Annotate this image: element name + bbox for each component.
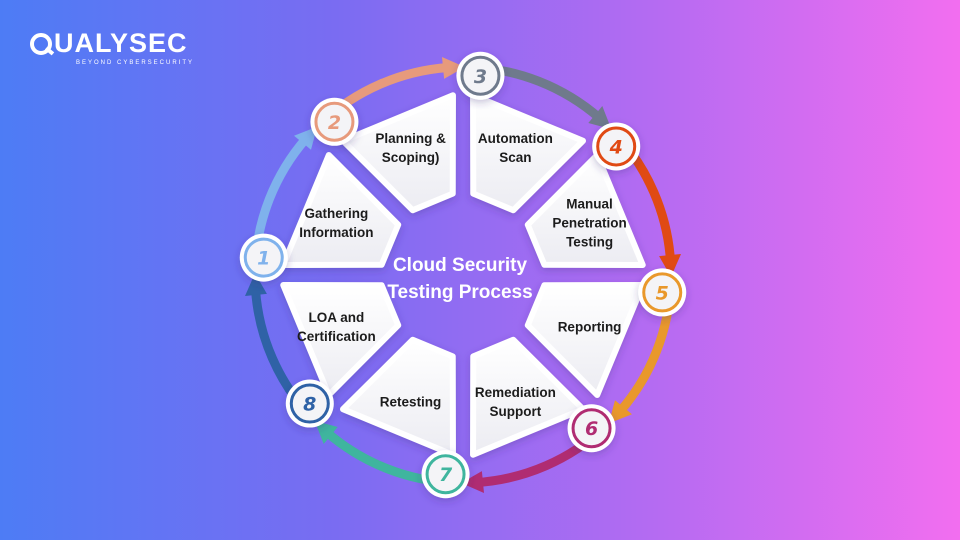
- badge-ring-8: [289, 383, 330, 424]
- step-number-6: 6: [585, 418, 598, 440]
- step-badge-8: 8: [285, 379, 334, 428]
- step-label-8-line-1: LOA and: [308, 310, 365, 326]
- step-badge-7: 7: [421, 450, 470, 499]
- step-label-6-line-1: Remediation: [474, 384, 556, 400]
- badge-ring-1: [243, 237, 284, 278]
- step-number-1: 1: [257, 248, 270, 270]
- step-label-2-line-2: Scoping): [381, 150, 440, 166]
- badge-ring-4: [596, 126, 637, 167]
- step-label-3-line-1: Automation: [477, 131, 553, 147]
- step-number-3: 3: [474, 66, 487, 88]
- logo-tagline: BEYOND CYBERSECURITY: [76, 60, 195, 66]
- step-badge-4: 4: [592, 122, 641, 171]
- step-label-7-line-1: Retesting: [379, 394, 442, 410]
- step-number-5: 5: [656, 282, 669, 304]
- ring-arrowhead-2: [442, 57, 465, 79]
- logo-q-icon: [30, 32, 52, 55]
- step-label-4-line-1: Manual: [566, 196, 613, 212]
- step-label-5-line-1: Reporting: [557, 319, 622, 335]
- step-number-4: 4: [609, 136, 623, 158]
- diagram-title-line-2: Testing Process: [387, 282, 533, 303]
- step-card-3: [470, 92, 586, 214]
- step-label-1-line-2: Information: [299, 224, 374, 240]
- step-label-6-line-2: Support: [489, 403, 542, 419]
- step-card-2: [340, 92, 456, 214]
- step-label-8-line-2: Certification: [297, 329, 376, 345]
- badge-ring-7: [425, 454, 466, 495]
- step-label-1-line-1: Gathering: [304, 205, 369, 221]
- step-card-4: [524, 152, 646, 268]
- badge-ring-2: [314, 101, 355, 142]
- step-number-2: 2: [328, 112, 341, 134]
- qualysec-logo: UALYSEC BEYOND CYBERSECURITY: [30, 28, 194, 66]
- step-number-8: 8: [303, 394, 316, 416]
- badge-ring-3: [460, 55, 501, 96]
- step-badge-5: 5: [638, 268, 687, 317]
- step-badge-1: 1: [239, 233, 288, 282]
- step-card-1: [280, 152, 402, 268]
- diagram-title: Cloud Security Testing Process: [360, 252, 560, 306]
- step-number-7: 7: [439, 464, 453, 486]
- step-badge-3: 3: [456, 51, 505, 100]
- ring-arrowhead-4: [659, 254, 681, 277]
- step-card-7: [340, 336, 456, 458]
- step-label-4-line-3: Testing: [566, 234, 614, 250]
- diagram-title-line-1: Cloud Security: [392, 255, 528, 276]
- step-label-2-line-1: Planning &: [375, 131, 446, 147]
- step-label-2: Planning & Scoping): [336, 129, 486, 167]
- step-card-5: [524, 282, 646, 398]
- step-label-4-line-2: Penetration: [552, 215, 627, 231]
- step-badge-2: 2: [310, 97, 359, 146]
- ring-arrowhead-1: [294, 126, 318, 150]
- step-card-6: [470, 336, 586, 458]
- step-badge-6: 6: [567, 404, 616, 453]
- ring-arrowhead-6: [461, 471, 484, 493]
- logo-wordmark: UALYSEC: [30, 28, 194, 59]
- logo-text: UALYSEC: [54, 28, 188, 58]
- badge-ring-5: [642, 272, 683, 313]
- ring-arrowhead-5: [608, 400, 632, 424]
- step-card-8: [280, 282, 402, 398]
- badge-ring-6: [571, 408, 612, 449]
- ring-arrowhead-8: [245, 273, 267, 296]
- ring-arrowhead-7: [314, 420, 338, 444]
- step-label-3-line-2: Scan: [499, 150, 532, 166]
- step-label-7: Retesting: [336, 392, 486, 411]
- step-label-5: Reporting: [515, 318, 665, 337]
- ring-arrowhead-3: [588, 106, 612, 130]
